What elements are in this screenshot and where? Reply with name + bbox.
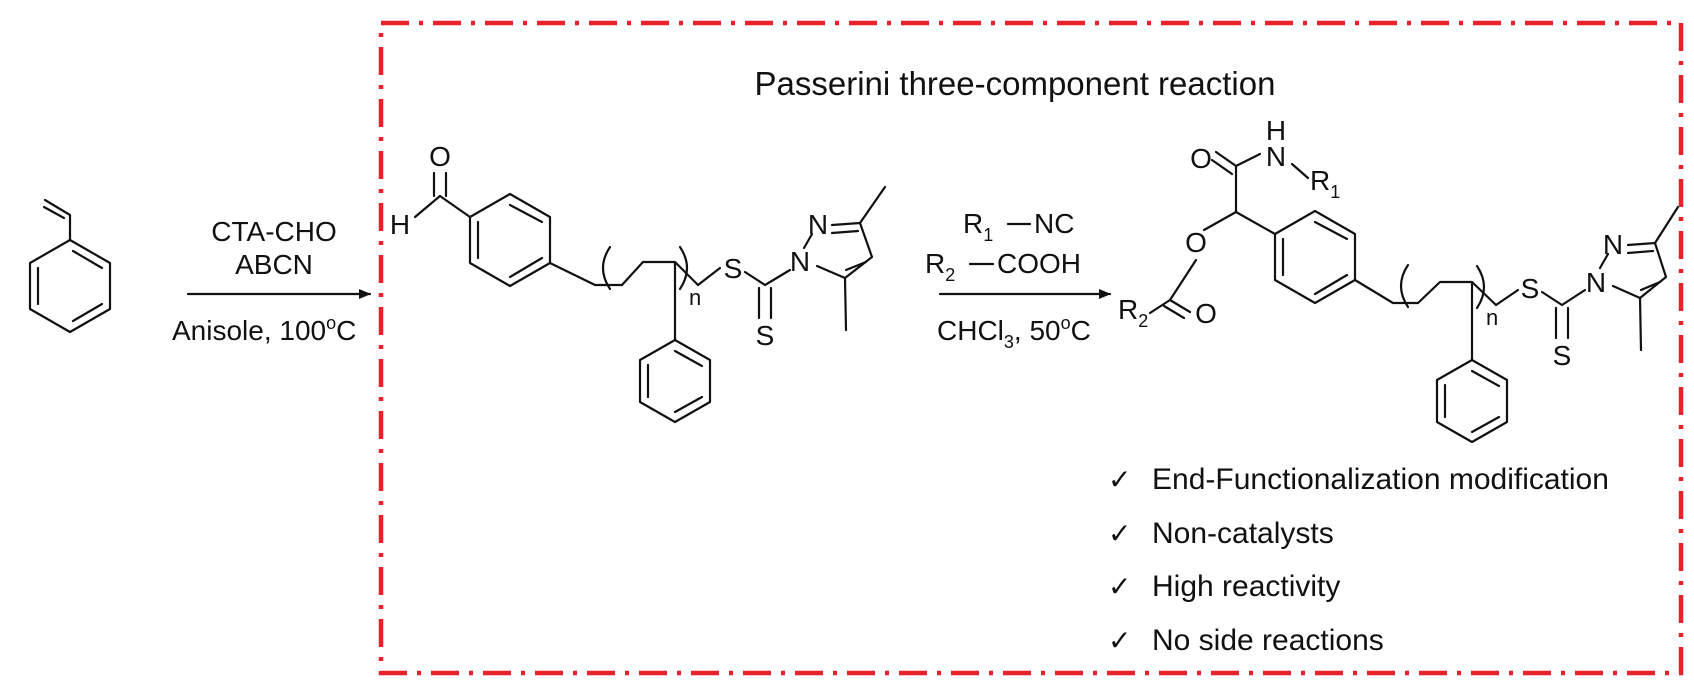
feature-item: ✓ Non-catalysts [1108,517,1334,550]
passerini-frame [378,20,1684,676]
atom-S: S [724,253,743,284]
feature-label: High reactivity [1152,570,1340,603]
repeat-subscript-n: n [689,285,701,310]
feature-list: ✓ End-Functionalization modification ✓ N… [1108,463,1609,657]
feature-item: ✓ End-Functionalization modification [1108,463,1609,496]
reagent-acid: R2 [925,248,955,285]
atom-N1-product: N [1586,267,1606,298]
feature-label: End-Functionalization modification [1152,463,1609,496]
step1-arrow-group: CTA-CHO ABCN Anisole, 100oC [172,216,372,346]
substituent-R1: R1 [1310,165,1340,202]
aldehyde-polymer-structure: O H n S S N N [390,141,887,424]
atom-O-carbonyl: O [1195,298,1217,329]
atom-N-amide: N [1266,141,1286,172]
reagent-acid-group: COOH [997,248,1081,279]
atom-H: H [390,209,410,240]
step2-arrow-group: R1 NC R2 COOH CHCl3, 50oC [925,208,1112,352]
step1-conditions: Anisole, 100oC [172,313,356,346]
reagent-isocyanide-group: NC [1034,208,1074,239]
frame-title: Passerini three-component reaction [755,65,1276,102]
atom-O-ester: O [1185,227,1207,258]
styrene-structure [28,198,112,334]
repeat-subscript-n-product: n [1486,305,1498,330]
feature-label: No side reactions [1152,624,1384,657]
atom-N2: N [808,209,828,240]
atom-S-thione-product: S [1553,340,1572,371]
step1-reagent-abcn: ABCN [235,249,313,280]
atom-H-amide: H [1266,115,1286,146]
atom-S-thione: S [756,320,775,351]
atom-O: O [429,141,451,172]
passerini-product-structure: O H N R1 O O R2 n S S [1118,115,1680,444]
atom-S-product: S [1521,273,1540,304]
checkmark-icon: ✓ [1108,464,1131,495]
substituent-R2: R2 [1118,294,1148,331]
step2-conditions: CHCl3, 50oC [937,313,1091,352]
reagent-isocyanide: R1 [963,208,993,245]
checkmark-icon: ✓ [1108,571,1131,602]
feature-item: ✓ High reactivity [1108,570,1340,603]
checkmark-icon: ✓ [1108,625,1131,656]
atom-N1: N [790,246,810,277]
feature-item: ✓ No side reactions [1108,624,1384,657]
feature-label: Non-catalysts [1152,517,1334,550]
step1-reagent-cta: CTA-CHO [211,216,336,247]
atom-N2-product: N [1603,229,1623,260]
atom-O-amide: O [1190,143,1212,174]
checkmark-icon: ✓ [1108,518,1131,549]
